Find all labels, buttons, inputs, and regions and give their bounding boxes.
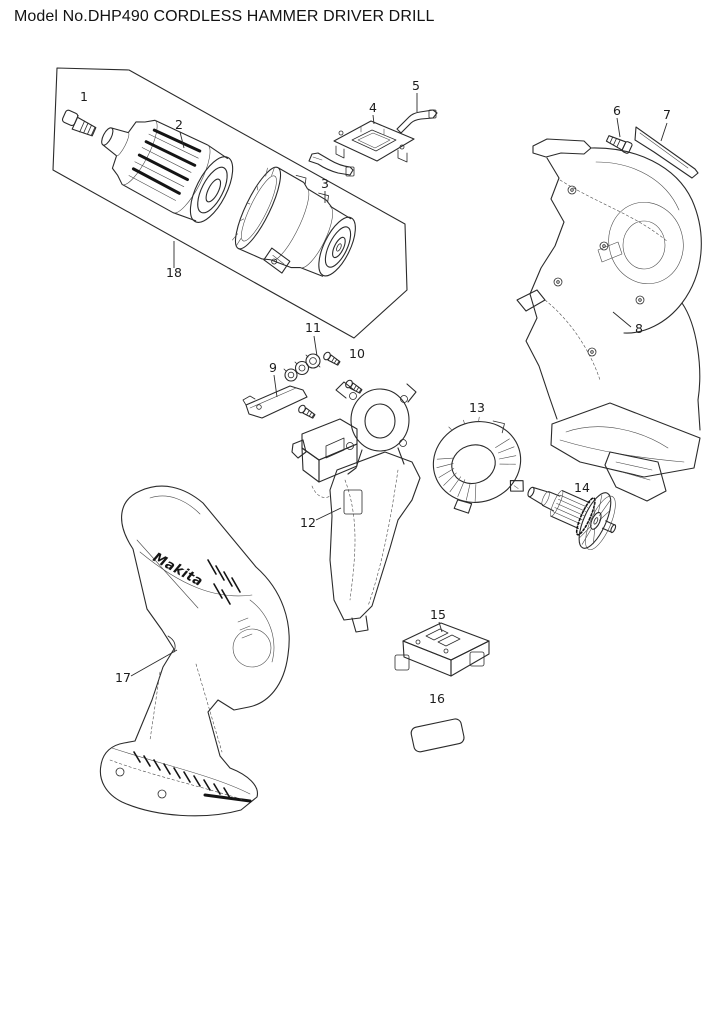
part-6-screw-drawing (605, 135, 633, 154)
part-2-label: 2 (175, 117, 183, 132)
part-14-label: 14 (574, 480, 590, 495)
part-11-washer-set-drawing (283, 353, 321, 382)
part-18-label: 18 (166, 265, 182, 280)
part-8-label: 8 (635, 321, 643, 336)
part-13-stator-drawing (432, 416, 524, 514)
part-10-screws-drawing (298, 351, 363, 419)
part-16-label-sheet-drawing (410, 718, 465, 753)
part-15-terminal-block-drawing (394, 622, 490, 677)
part-4-bracket-plate-drawing (333, 120, 415, 163)
part-1-label: 1 (80, 89, 88, 104)
assembly-box-18 (52, 67, 408, 339)
part-7-label: 7 (663, 107, 671, 122)
page-title: Model No.DHP490 CORDLESS HAMMER DRIVER D… (14, 8, 435, 25)
part-5-spring-strips-drawing (308, 109, 438, 177)
part-5-label: 5 (412, 78, 420, 93)
part-15-label: 15 (430, 607, 446, 622)
brand-logo-text: Makita (150, 550, 206, 591)
part-17-housing-left-drawing: Makita (99, 485, 290, 817)
part-13-label: 13 (469, 400, 485, 415)
part-16-label: 16 (429, 691, 445, 706)
part-7-name-plate-drawing (634, 126, 699, 179)
part-8-housing-right-drawing (516, 138, 702, 502)
part-11-label: 11 (305, 320, 321, 335)
part-2-chuck-drawing (101, 119, 234, 223)
part-1-bolt-drawing (61, 109, 97, 137)
part-number-labels: 1 2 3 4 5 6 7 8 9 10 11 12 13 14 15 16 1… (80, 78, 671, 706)
part-17-label: 17 (115, 670, 131, 685)
part-6-label: 6 (613, 103, 621, 118)
part-9-cover-drawing (242, 385, 308, 419)
part-9-label: 9 (269, 360, 277, 375)
part-10-label: 10 (349, 346, 365, 361)
leader-lines (130, 93, 668, 677)
part-14-rotor-drawing (527, 486, 617, 551)
part-12-switch-assembly-drawing (291, 381, 421, 633)
part-12-label: 12 (300, 515, 316, 530)
part-4-label: 4 (369, 100, 377, 115)
part-3-gear-assembly-drawing (232, 166, 356, 277)
part-3-label: 3 (321, 176, 329, 191)
